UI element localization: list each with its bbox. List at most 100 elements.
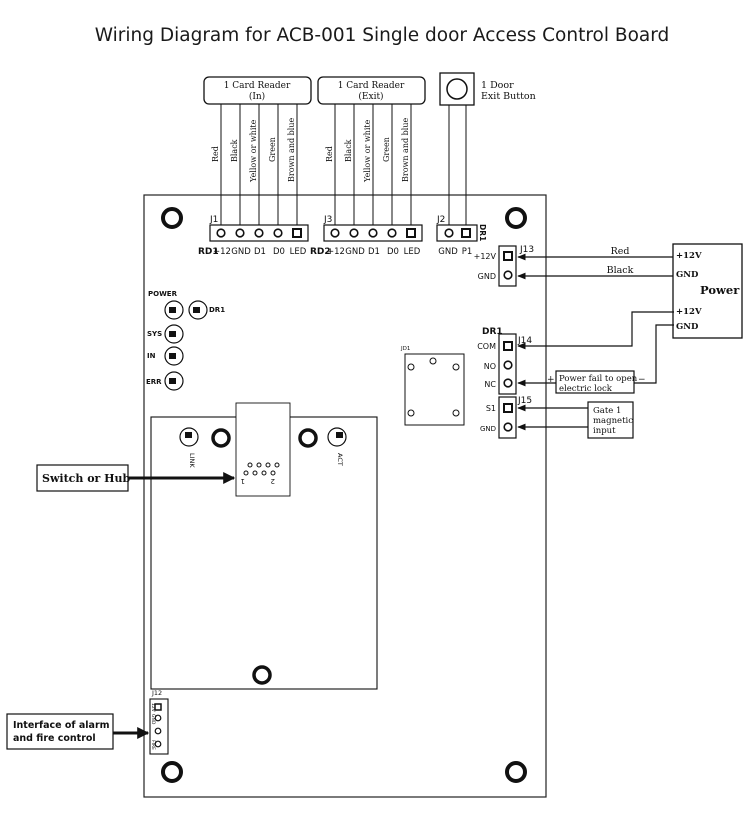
card-reader-exit: 1 Card Reader (Exit) xyxy=(317,76,426,105)
power-wires: Red Black xyxy=(517,246,674,280)
j2-side-label: DR1 xyxy=(478,224,487,241)
led-in-label: IN xyxy=(147,352,156,360)
j13-pin-12v: +12V xyxy=(474,252,497,261)
alarm-line2: and fire control xyxy=(13,733,96,744)
mounting-hole xyxy=(252,665,272,685)
j12-id: J12 xyxy=(151,689,162,697)
j12-pin-gnd: GND xyxy=(150,714,156,725)
alarm-interface: Interface of alarm and fire control xyxy=(6,713,150,750)
power-pin-gnd-top: GND xyxy=(676,270,699,280)
wire-label-green: Green xyxy=(268,137,277,162)
j1-pin-d1: D1 xyxy=(254,247,266,257)
ethernet-module: LINK ACT 1 2 xyxy=(150,402,378,690)
card-reader-in: 1 Card Reader (In) xyxy=(203,76,312,105)
j13-id: J13 xyxy=(519,245,534,255)
act-led-label: ACT xyxy=(336,453,344,466)
exit-button-line1: 1 Door xyxy=(481,80,514,91)
power-supply: +12V GND Power +12V GND xyxy=(672,243,743,339)
reader-in-wires: Red Black Yellow or white Green Brown an… xyxy=(211,104,298,228)
wire-label-brown: Brown and blue xyxy=(401,118,410,182)
connector-j12: J12 12V GND FIRE xyxy=(149,689,169,755)
j12-pin-12v: 12V xyxy=(150,703,156,713)
j1-pin-led: LED xyxy=(290,247,307,257)
power-label: Power xyxy=(700,283,740,297)
j3-pin-d0: D0 xyxy=(387,247,399,257)
j15-pin-gnd: GND xyxy=(480,425,496,433)
wire-label-green: Green xyxy=(382,137,391,162)
mounting-hole xyxy=(211,428,231,448)
led-dr1-label: DR1 xyxy=(209,306,225,314)
connector-j13: J13 +12V GND xyxy=(474,245,534,287)
j3-pin-12: +12 xyxy=(327,247,345,257)
power-pin-12v-bottom: +12V xyxy=(676,307,702,317)
gate-input-box: Gate 1 magnetic input xyxy=(587,401,634,439)
led-power-label: POWER xyxy=(148,290,178,298)
power-pin-gnd-bottom: GND xyxy=(676,322,699,332)
power-wire-black-label: Black xyxy=(607,265,634,276)
wire-label-red: Red xyxy=(325,146,334,162)
j2-pin-gnd: GND xyxy=(438,247,458,257)
connector-j15: J15 S1 GND xyxy=(480,396,588,439)
j14-pin-no: NO xyxy=(484,362,496,371)
j2-pin-p1: P1 xyxy=(462,247,473,257)
exit-button-icon xyxy=(446,78,468,100)
j12-pin-fire: FIRE xyxy=(150,740,156,750)
wire-label-yellow: Yellow or white xyxy=(249,119,258,183)
j14-pin-nc: NC xyxy=(484,380,496,389)
alarm-line1: Interface of alarm xyxy=(13,720,110,731)
wire-label-red: Red xyxy=(211,146,220,162)
exit-button-line2: Exit Button xyxy=(481,91,536,102)
j3-pin-gnd: GND xyxy=(345,247,365,257)
lock-line2: electric lock xyxy=(559,384,613,394)
power-pin-12v-top: +12V xyxy=(676,251,702,261)
j3-group: RD2 xyxy=(310,247,331,257)
j2-id: J2 xyxy=(436,215,445,225)
j14-group: DR1 xyxy=(482,327,503,337)
card-reader-in-name: 1 Card Reader xyxy=(224,81,291,91)
lock-power-wires xyxy=(517,311,674,387)
mounting-hole xyxy=(505,207,527,229)
led-err-label: ERR xyxy=(146,378,162,386)
led-sys-label: SYS xyxy=(147,330,162,338)
exit-button: 1 Door Exit Button xyxy=(439,72,536,228)
mounting-hole xyxy=(505,761,527,783)
lock-line1: Power fail to open xyxy=(559,374,638,384)
mounting-hole xyxy=(298,428,318,448)
switch-hub-label: Switch or Hub xyxy=(42,472,131,485)
j3-pin-led: LED xyxy=(404,247,421,257)
switch-hub: Switch or Hub xyxy=(36,464,236,492)
j1-pin-d0: D0 xyxy=(273,247,285,257)
wire-label-black: Black xyxy=(344,139,353,162)
connector-j2: J2 DR1 GND P1 xyxy=(436,215,487,257)
j1-pin-12: +12 xyxy=(213,247,231,257)
wire-label-brown: Brown and blue xyxy=(287,118,296,182)
jd1-label: JD1 xyxy=(400,346,410,352)
wire-label-yellow: Yellow or white xyxy=(363,119,372,183)
j15-id: J15 xyxy=(517,396,532,406)
j1-pin-gnd: GND xyxy=(231,247,251,257)
mounting-holes xyxy=(161,207,527,783)
reader-exit-wires: Red Black Yellow or white Green Brown an… xyxy=(325,104,412,228)
wire-label-black: Black xyxy=(230,139,239,162)
link-led-label: LINK xyxy=(188,453,196,468)
connector-j3: J3 RD2 +12 GND D1 D0 LED xyxy=(310,215,423,257)
mounting-hole xyxy=(161,207,183,229)
j3-pin-d1: D1 xyxy=(368,247,380,257)
card-reader-exit-sub: (Exit) xyxy=(358,91,383,102)
rj45-port xyxy=(235,402,291,497)
diagram-title: Wiring Diagram for ACB-001 Single door A… xyxy=(95,25,670,46)
status-leds: POWER DR1 SYS IN ERR xyxy=(146,290,225,391)
j14-id: J14 xyxy=(517,336,532,346)
j1-group: RD1 xyxy=(198,247,219,257)
connector-j14: DR1 J14 COM NO NC xyxy=(477,327,532,395)
gate-line2: magnetic xyxy=(593,416,633,426)
connector-j1: J1 RD1 +12 GND D1 D0 LED xyxy=(198,215,309,257)
j1-id: J1 xyxy=(209,215,218,225)
card-reader-exit-name: 1 Card Reader xyxy=(338,81,405,91)
lock-minus: − xyxy=(638,375,646,385)
j3-id: J3 xyxy=(323,215,332,225)
rj45-pin1-label: 1 xyxy=(241,477,245,485)
card-reader-in-sub: (In) xyxy=(249,91,265,102)
j14-pin-com: COM xyxy=(477,342,496,351)
